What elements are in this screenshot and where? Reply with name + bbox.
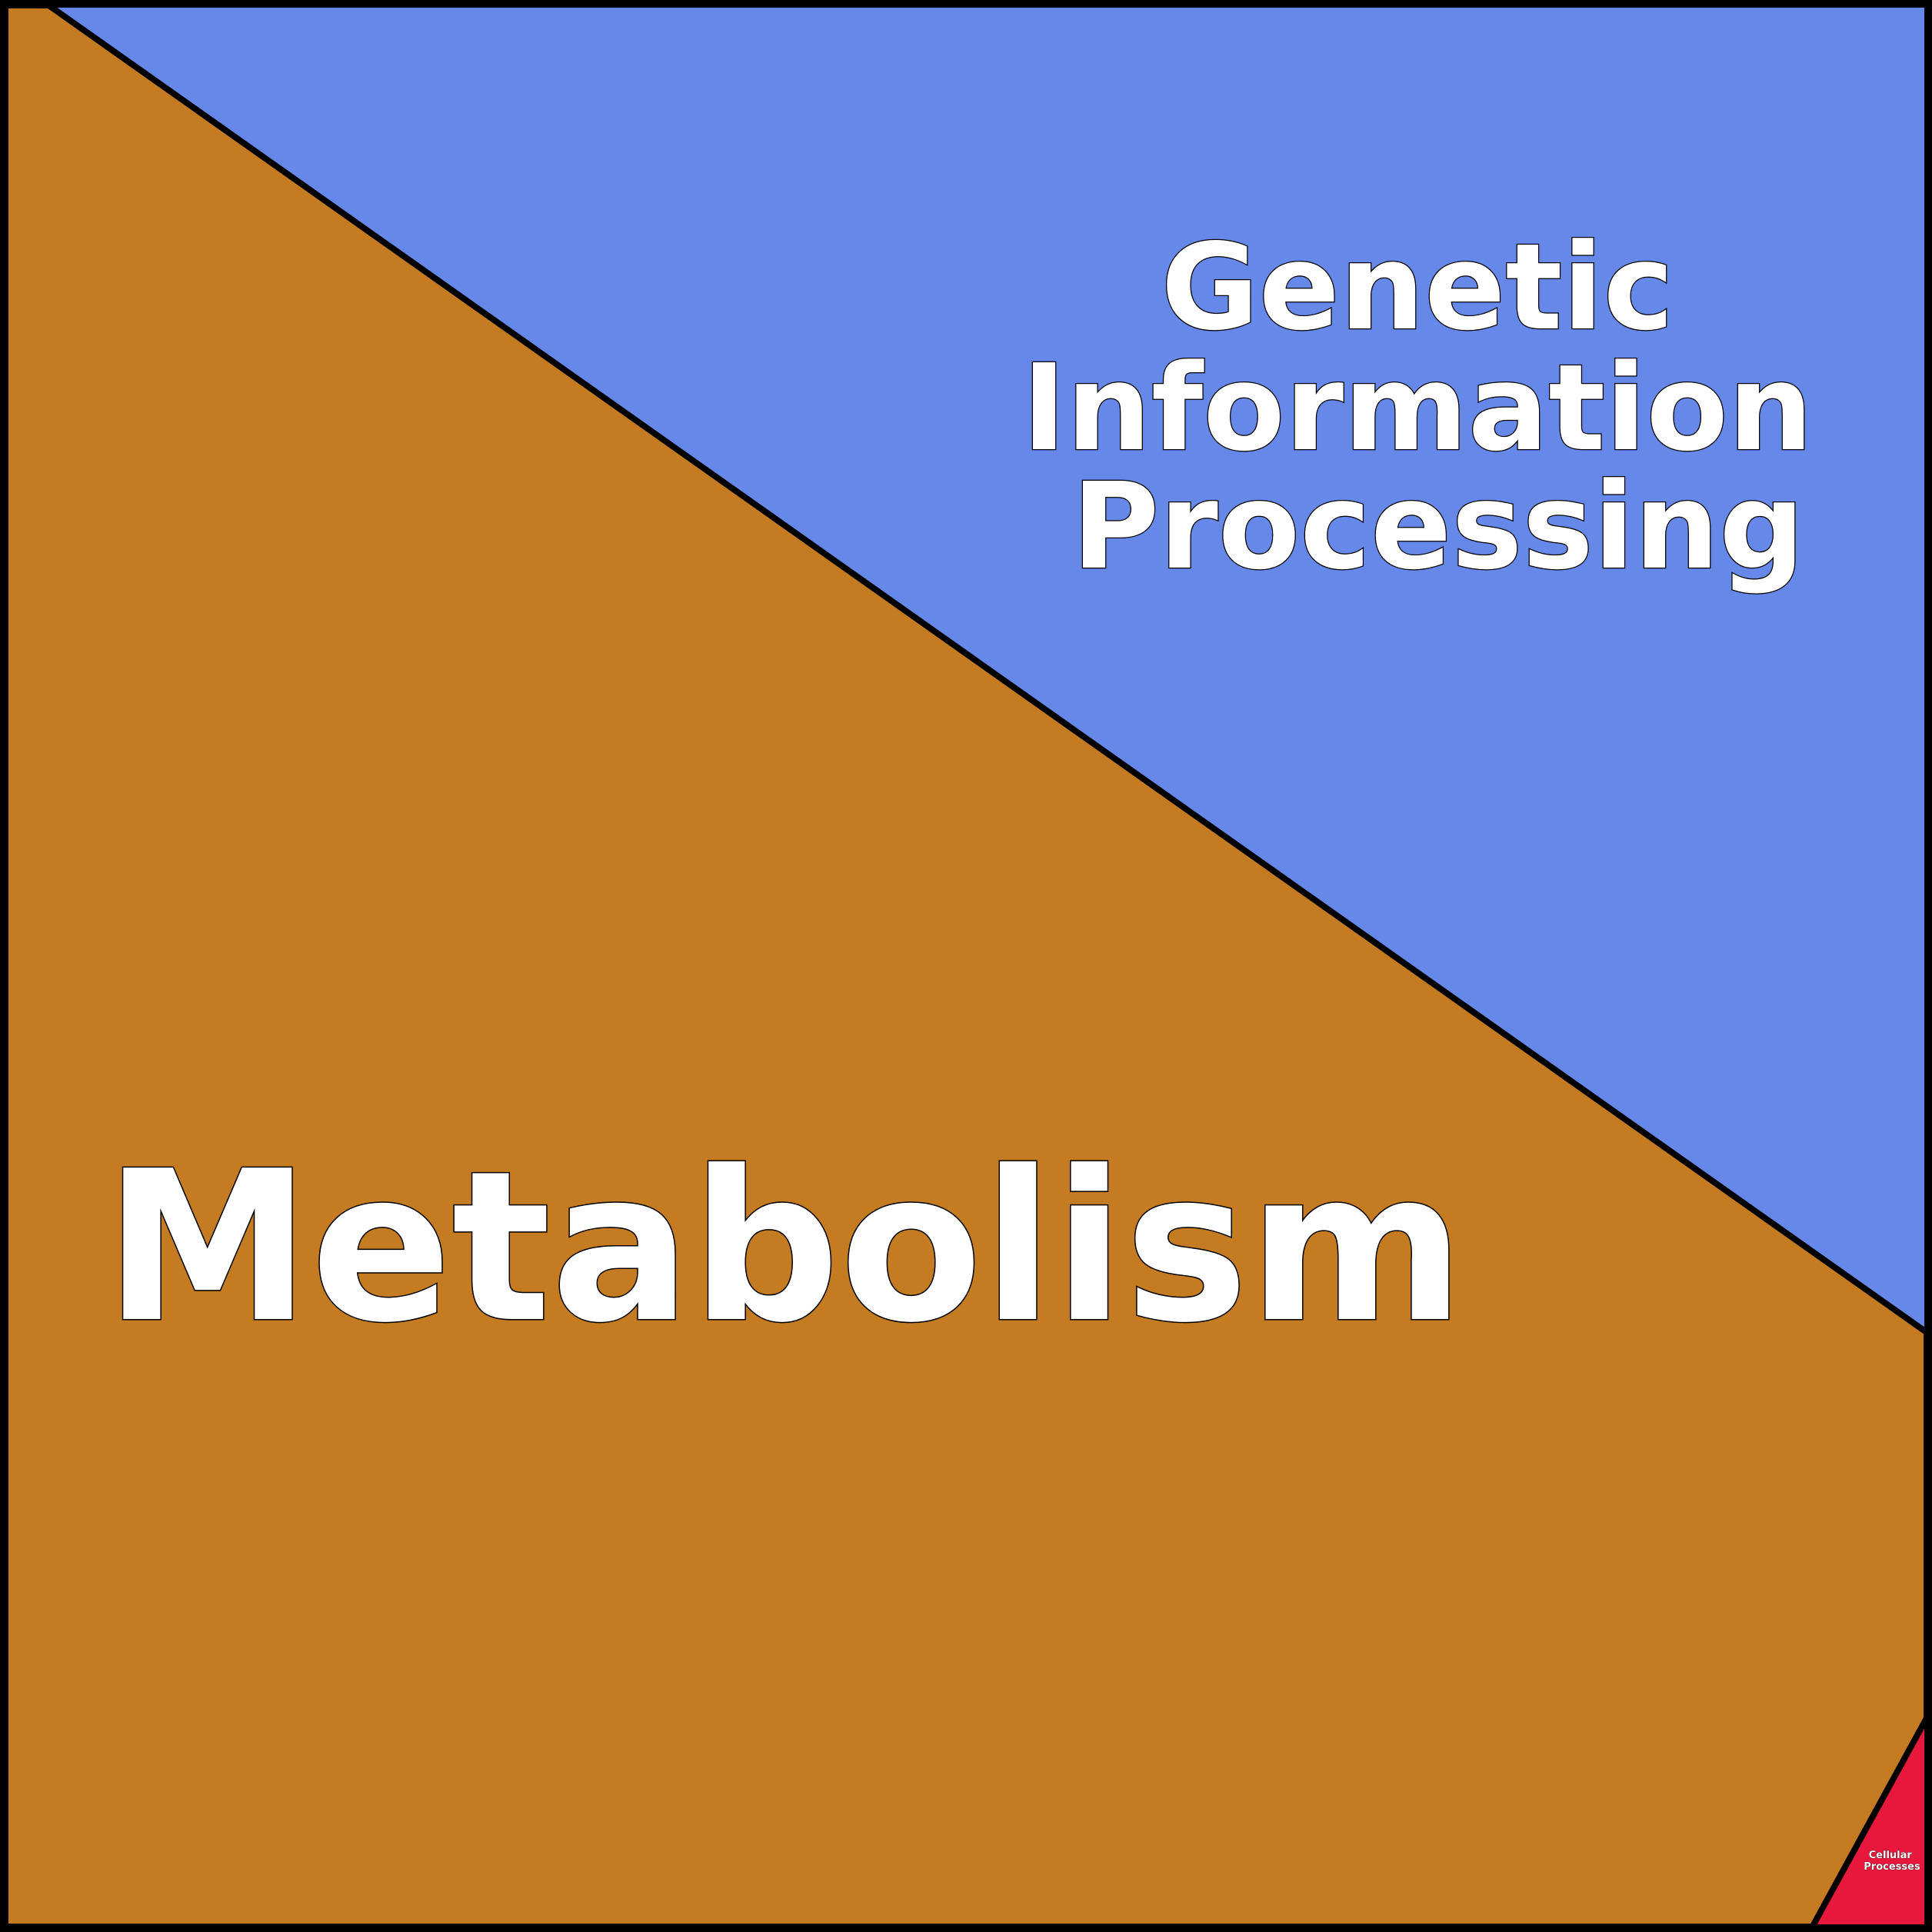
label-genetic-line-3: Processing bbox=[1072, 457, 1804, 596]
label-cellular-line-1: Cellular bbox=[1869, 1850, 1913, 1861]
label-genetic-line-1: Genetic bbox=[1161, 218, 1674, 357]
label-genetic-line-2: Information bbox=[1022, 338, 1814, 478]
label-metabolism: Metabolism bbox=[105, 1126, 1465, 1368]
label-cellular-line-2: Processes bbox=[1864, 1861, 1920, 1873]
label-cellular-processes: Cellular Processes bbox=[1864, 1850, 1920, 1873]
label-genetic-information-processing: Genetic Information Processing bbox=[1022, 218, 1855, 596]
